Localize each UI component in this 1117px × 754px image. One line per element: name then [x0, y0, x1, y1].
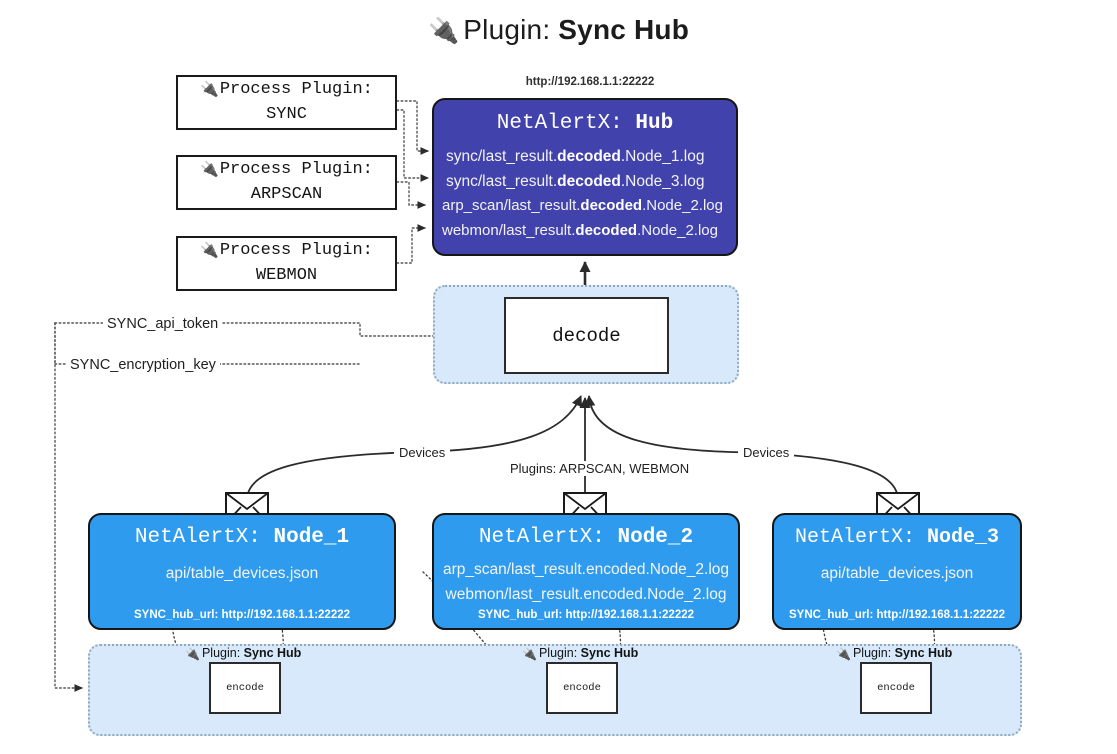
plug-icon: 🔌: [200, 240, 219, 259]
plug-icon: 🔌: [185, 647, 200, 661]
process-plugin-sync[interactable]: 🔌Process Plugin: SYNC: [176, 75, 397, 130]
node-line: api/table_devices.json: [820, 565, 974, 582]
node-box-node-2[interactable]: NetAlertX: Node_2 arp_scan/last_result.e…: [432, 513, 740, 630]
node-title: NetAlertX: Node_1: [134, 526, 350, 549]
node-box-node-1[interactable]: NetAlertX: Node_1 api/table_devices.json…: [88, 513, 396, 630]
process-plugin-label: Process Plugin:: [219, 159, 373, 179]
node-line: arp_scan/last_result.encoded.Node_2.log: [442, 561, 730, 578]
hub-title-prefix: NetAlertX:: [496, 112, 623, 135]
node-line-list: arp_scan/last_result.encoded.Node_2.log …: [434, 557, 738, 607]
page-title-name: Sync Hub: [558, 14, 690, 45]
process-plugin-label: Process Plugin:: [219, 79, 373, 99]
node-line-list: api/table_devices.json: [90, 561, 394, 586]
page-title-prefix: Plugin:: [463, 14, 551, 45]
process-plugin-name: SYNC: [266, 104, 307, 124]
label-sync-api-token: SYNC_api_token: [103, 316, 223, 332]
node-title: NetAlertX: Node_2: [478, 526, 694, 549]
process-plugin-webmon[interactable]: 🔌Process Plugin: WEBMON: [176, 236, 397, 291]
hub-log-entry: sync/last_result.decoded.Node_1.log: [446, 148, 705, 165]
hub-log-entry: arp_scan/last_result.decoded.Node_2.log: [442, 197, 723, 215]
plug-icon: 🔌: [427, 17, 460, 45]
node-box-node-3[interactable]: NetAlertX: Node_3 api/table_devices.json…: [772, 513, 1022, 630]
edge-label-devices-left: Devices: [394, 445, 451, 460]
plug-icon: 🔌: [836, 647, 851, 661]
hub-title-name: Hub: [635, 112, 674, 135]
hub-title: NetAlertX: Hub: [434, 112, 736, 135]
encode-box[interactable]: encode: [546, 662, 618, 714]
hub-url-label: http://192.168.1.1:22222: [525, 76, 655, 88]
label-sync-encryption-key: SYNC_encryption_key: [66, 357, 220, 373]
node-title: NetAlertX: Node_3: [794, 526, 1000, 549]
node-footer: SYNC_hub_url: http://192.168.1.1:22222: [477, 609, 695, 621]
node-line-list: api/table_devices.json: [774, 561, 1020, 586]
process-plugin-name: ARPSCAN: [250, 184, 323, 204]
plug-icon: 🔌: [200, 79, 219, 98]
hub-node-box[interactable]: NetAlertX: Hub sync/last_result.decoded.…: [432, 98, 738, 256]
node-line: api/table_devices.json: [165, 565, 319, 582]
process-plugin-label: Process Plugin:: [219, 240, 373, 260]
page-title: 🔌Plugin: Sync Hub: [0, 14, 1117, 46]
edge-label-devices-right: Devices: [738, 445, 795, 460]
encoder-plugin-label: 🔌Plugin: Sync Hub: [185, 646, 302, 661]
encode-box[interactable]: encode: [860, 662, 932, 714]
encode-box[interactable]: encode: [209, 662, 281, 714]
node-line: webmon/last_result.encoded.Node_2.log: [445, 586, 727, 604]
process-plugin-arpscan[interactable]: 🔌Process Plugin: ARPSCAN: [176, 155, 397, 210]
node-footer: SYNC_hub_url: http://192.168.1.1:22222: [788, 609, 1006, 621]
hub-log-list: sync/last_result.decoded.Node_1.log sync…: [434, 144, 736, 243]
edge-label-plugins: Plugins: ARPSCAN, WEBMON: [505, 461, 695, 476]
hub-log-entry: webmon/last_result.decoded.Node_2.log: [442, 221, 718, 239]
plug-icon: 🔌: [522, 647, 537, 661]
encoder-plugin-label: 🔌Plugin: Sync Hub: [836, 646, 953, 661]
hub-log-entry: sync/last_result.decoded.Node_3.log: [446, 173, 705, 191]
decode-box[interactable]: decode: [504, 297, 669, 374]
encoder-plugin-label: 🔌Plugin: Sync Hub: [522, 646, 639, 661]
process-plugin-name: WEBMON: [255, 265, 318, 285]
plug-icon: 🔌: [200, 159, 219, 178]
node-footer: SYNC_hub_url: http://192.168.1.1:22222: [133, 609, 351, 621]
